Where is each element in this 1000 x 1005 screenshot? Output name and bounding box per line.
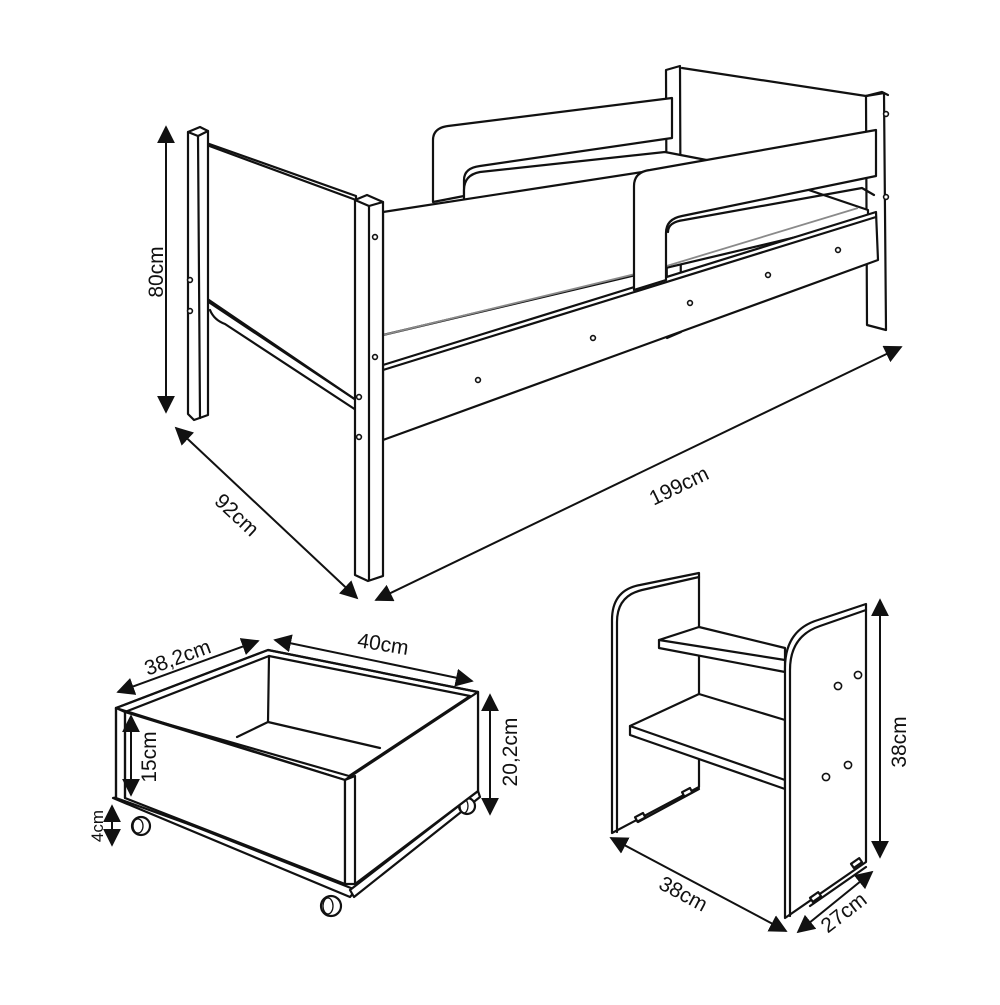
storage-box-drawing <box>111 648 482 918</box>
bed-width-dimension: 92cm <box>174 426 359 600</box>
box-total-height-dimension: 20,2cm <box>481 693 522 816</box>
caster-height-dimension: 4cm <box>88 804 121 847</box>
bed-width-label: 92cm <box>210 489 263 541</box>
bench-drawing <box>610 571 868 920</box>
box-inner-height-label: 15cm <box>138 731 161 782</box>
bed-height-label: 80cm <box>145 246 168 297</box>
box-width-label: 40cm <box>356 629 410 660</box>
bench-width-label: 38cm <box>655 872 711 916</box>
bench-height-label: 38cm <box>888 716 911 767</box>
bench-height-dimension: 38cm <box>871 598 911 859</box>
bed-length-label: 199cm <box>646 462 713 510</box>
bed-height-dimension: 80cm <box>145 125 175 414</box>
box-inner-height-dimension: 15cm <box>122 714 161 797</box>
caster-height-label: 4cm <box>88 810 107 842</box>
box-total-height-label: 20,2cm <box>499 718 522 787</box>
bed-drawing <box>186 64 890 583</box>
bench-width-dimension: 38cm <box>609 837 788 932</box>
